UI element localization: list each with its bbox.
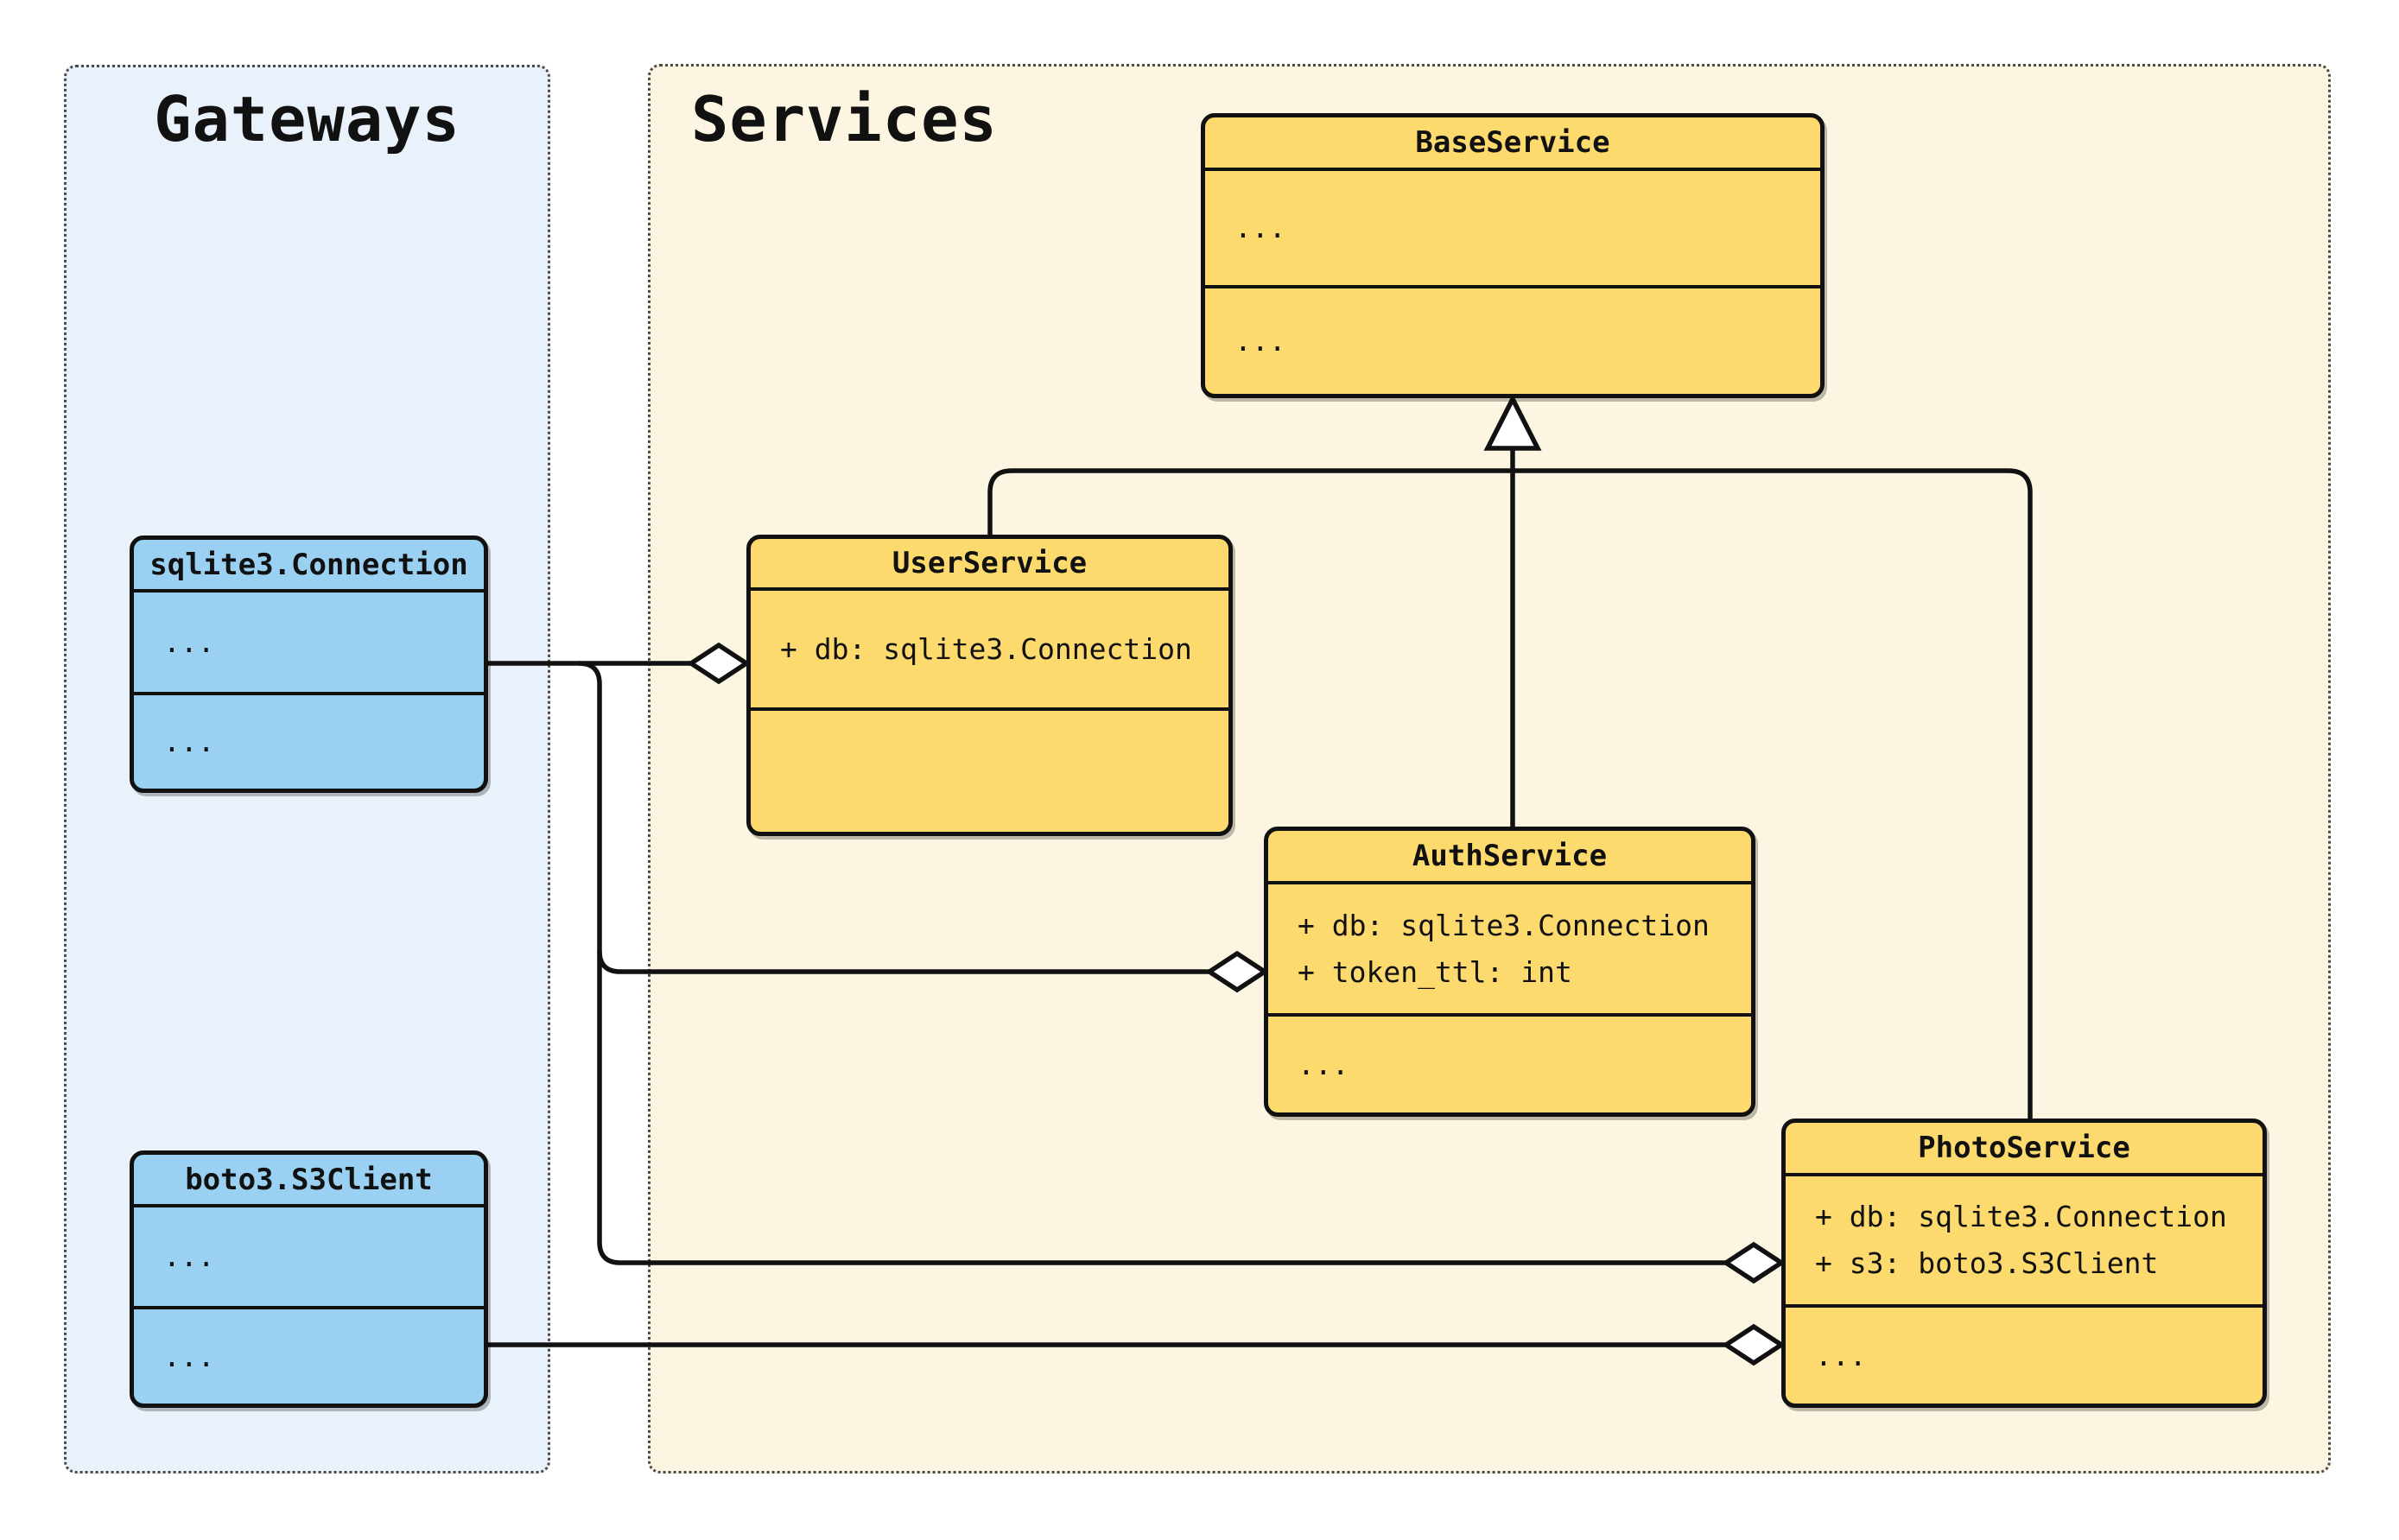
attributes-section: + db: sqlite3.Connection + s3: boto3.S3C… <box>1786 1173 2263 1304</box>
methods-section: ... <box>1205 285 1820 394</box>
method-line: ... <box>1815 1338 1867 1372</box>
method-line: ... <box>163 725 215 758</box>
attributes-section: ... <box>1205 168 1820 285</box>
attribute-line: + db: sqlite3.Connection <box>1815 1200 2227 1233</box>
aggregation-diamond-photoservice-db-icon <box>1721 1241 1787 1284</box>
methods-section: ... <box>1786 1304 2263 1404</box>
aggregation-line-sqlite-authservice <box>597 950 1209 974</box>
class-photoservice: PhotoService + db: sqlite3.Connection + … <box>1781 1119 2267 1408</box>
class-name: sqlite3.Connection <box>149 547 468 582</box>
class-boto3-s3client: boto3.S3Client ... ... <box>130 1150 488 1408</box>
class-name: PhotoService <box>1918 1131 2130 1165</box>
class-sqlite3-connection: sqlite3.Connection ... ... <box>130 536 488 793</box>
attributes-section: ... <box>134 1204 484 1306</box>
services-group-title: Services <box>691 83 998 155</box>
methods-section <box>751 707 1228 832</box>
attributes-section: ... <box>134 589 484 692</box>
class-name: BaseService <box>1415 125 1610 160</box>
methods-section: ... <box>1268 1013 1751 1112</box>
class-authservice: AuthService + db: sqlite3.Connection + t… <box>1264 827 1755 1117</box>
attribute-line: + s3: boto3.S3Client <box>1815 1246 2159 1280</box>
aggregation-diamond-userservice-icon <box>686 642 752 685</box>
class-name: AuthService <box>1412 839 1608 873</box>
methods-section: ... <box>134 692 484 789</box>
class-name: UserService <box>892 546 1088 580</box>
attributes-section: + db: sqlite3.Connection <box>751 587 1228 707</box>
inheritance-bus-edge <box>987 468 2033 1119</box>
inheritance-triangle-icon <box>1483 393 1542 451</box>
method-line: ... <box>1298 1047 1349 1081</box>
attribute-line: + db: sqlite3.Connection <box>1298 908 1710 942</box>
attribute-line: ... <box>1234 211 1286 244</box>
aggregation-diamond-photoservice-s3-icon <box>1721 1323 1787 1366</box>
attributes-section: + db: sqlite3.Connection + token_ttl: in… <box>1268 881 1751 1013</box>
methods-section: ... <box>134 1306 484 1404</box>
class-name: boto3.S3Client <box>185 1162 433 1197</box>
aggregation-diamond-authservice-icon <box>1204 950 1270 993</box>
method-line: ... <box>163 1339 215 1373</box>
class-userservice: UserService + db: sqlite3.Connection <box>746 535 1233 836</box>
attribute-line: + token_ttl: int <box>1298 954 1572 989</box>
method-line: ... <box>1234 324 1286 358</box>
aggregation-branch-sqlite-vertical <box>578 661 1726 1265</box>
class-baseservice: BaseService ... ... <box>1201 113 1825 398</box>
gateways-group-title: Gateways <box>154 83 460 155</box>
attribute-line: ... <box>163 1239 215 1273</box>
attribute-line: ... <box>163 624 215 659</box>
attribute-line: + db: sqlite3.Connection <box>780 631 1192 666</box>
